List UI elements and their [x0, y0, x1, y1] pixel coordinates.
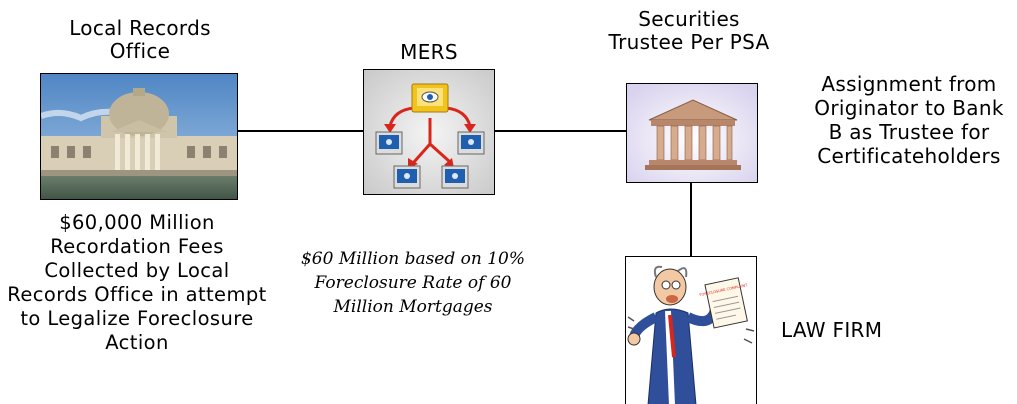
securities-trustee-image — [626, 83, 758, 183]
law-firm-image: FORECLOSURE COMPLAINT — [625, 256, 757, 404]
local-records-office-label: Local Records Office — [69, 16, 211, 63]
law-firm-label: LAW FIRM — [781, 318, 883, 342]
foreclosure-basis-note: $60 Million based on 10% Foreclosure Rat… — [300, 249, 526, 317]
bank-building-icon — [627, 84, 757, 182]
network-monitors-icon — [364, 70, 494, 194]
local-records-office-image — [40, 73, 238, 200]
connector-trustee-lawfirm — [690, 183, 692, 256]
connector-records-mers — [237, 130, 363, 132]
courthouse-photo-icon — [41, 74, 237, 199]
assignment-note: Assignment from Originator to Bank B as … — [814, 72, 1004, 168]
securities-trustee-label: Securities Trustee Per PSA — [608, 7, 770, 54]
mers-image — [363, 69, 495, 195]
recordation-fees-caption: $60,000 Million Recordation Fees Collect… — [7, 211, 267, 354]
mers-label: MERS — [400, 40, 458, 64]
connector-mers-trustee — [495, 130, 626, 132]
lawyer-cartoon-icon: FORECLOSURE COMPLAINT — [626, 257, 756, 404]
